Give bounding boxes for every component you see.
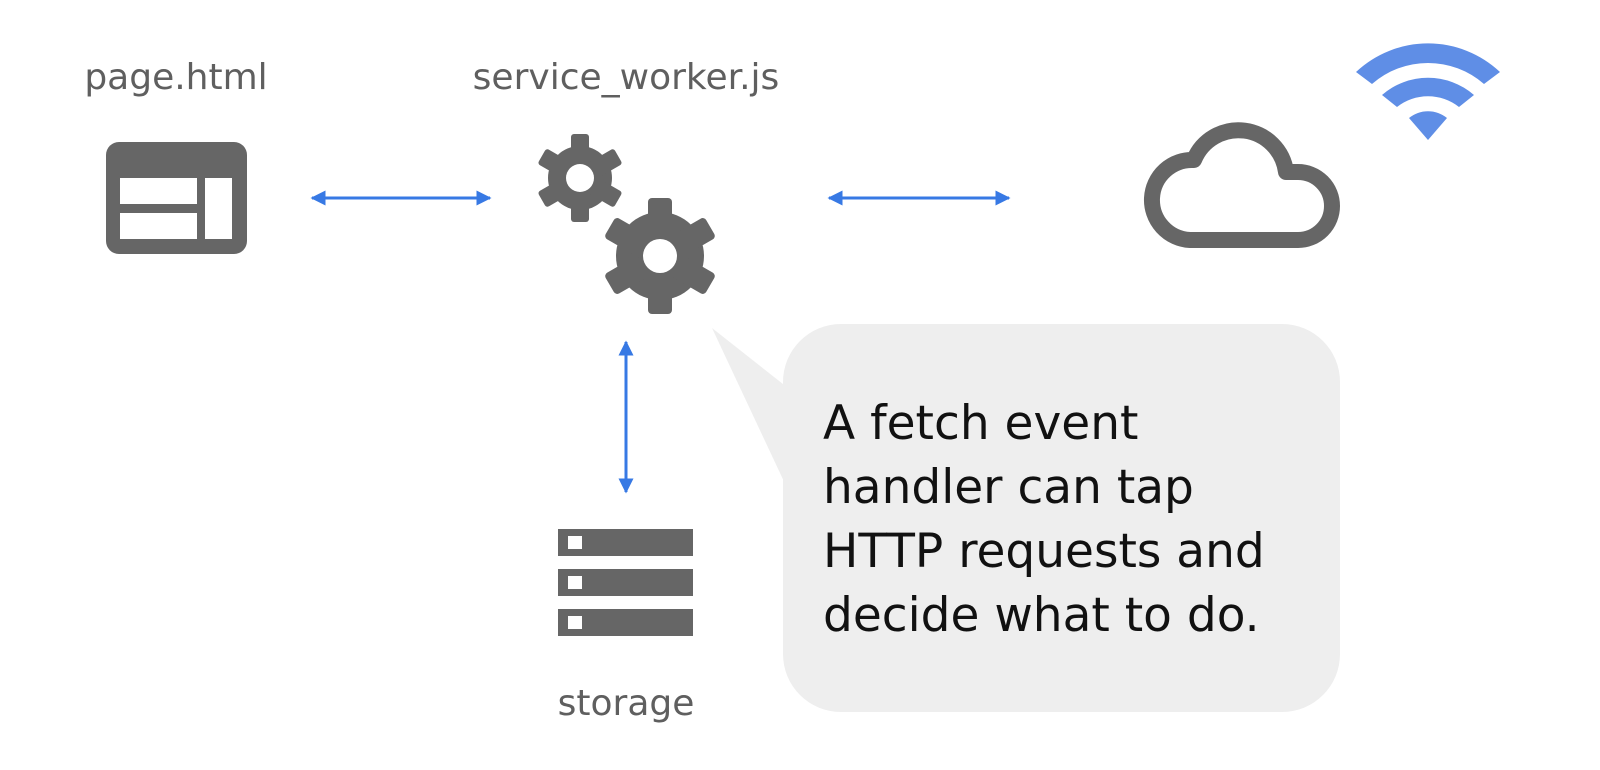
page-html-label: page.html bbox=[84, 57, 268, 98]
storage-stack-icon bbox=[558, 529, 693, 636]
gears-icon bbox=[538, 134, 715, 314]
wifi-icon bbox=[1356, 43, 1500, 140]
callout-text: A fetch event handler can tap HTTP reque… bbox=[823, 392, 1313, 648]
service-worker-label: service_worker.js bbox=[472, 57, 780, 98]
storage-label: storage bbox=[557, 683, 695, 724]
callout-line: decide what to do. bbox=[823, 588, 1260, 643]
callout-line: handler can tap bbox=[823, 460, 1194, 515]
callout-line: A fetch event bbox=[823, 396, 1139, 451]
cloud-icon bbox=[1144, 122, 1340, 248]
browser-window-icon bbox=[106, 142, 247, 254]
callout-bubble bbox=[712, 324, 1340, 712]
callout-line: HTTP requests and bbox=[823, 524, 1265, 579]
